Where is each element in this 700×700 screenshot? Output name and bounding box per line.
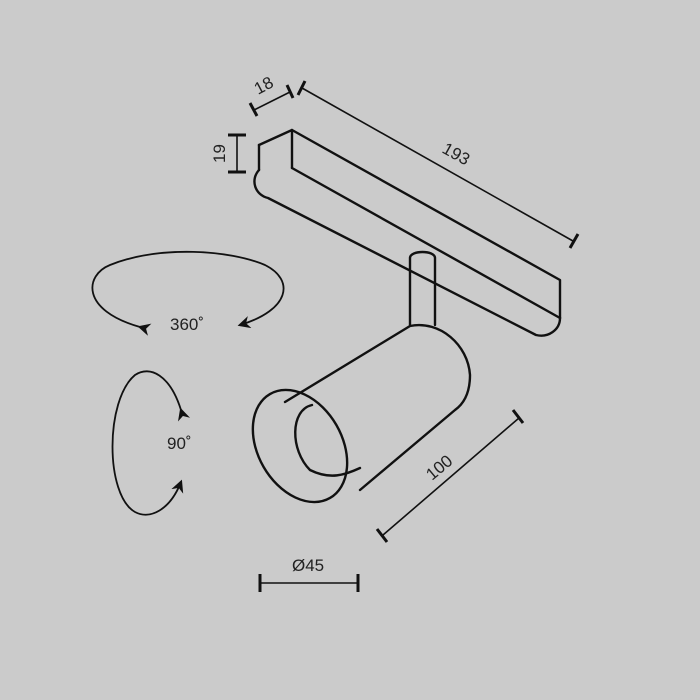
track-rail	[253, 128, 562, 337]
dimension-label-193: 193	[439, 139, 473, 169]
rotation-label-360: 360˚	[170, 315, 204, 334]
dimension-19: 19	[210, 133, 246, 174]
rotation-90-indicator: 90˚	[111, 370, 192, 516]
dimension-100: 100	[375, 409, 525, 543]
rotation-label-90: 90˚	[167, 434, 192, 453]
dimension-label-diameter: Ø45	[292, 556, 324, 575]
dimension-diameter-45: Ø45	[258, 556, 360, 592]
dimension-label-19: 19	[210, 144, 229, 163]
dimension-label-18: 18	[251, 73, 277, 99]
spotlight-body	[251, 323, 472, 504]
rotation-360-indicator: 360˚	[91, 250, 285, 336]
dimension-label-100: 100	[422, 451, 456, 484]
stem	[408, 250, 437, 327]
dimension-193: 193	[296, 80, 580, 249]
dimension-18: 18	[248, 73, 295, 117]
